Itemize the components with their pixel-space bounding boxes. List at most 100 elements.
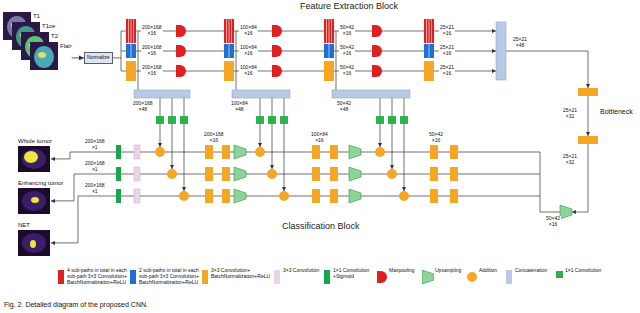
- sub-path-divider: [229, 44, 230, 58]
- node-label: NET: [18, 222, 50, 229]
- conv-block: [324, 61, 334, 81]
- dimension-label: 50×42 ×16: [545, 216, 561, 227]
- maxpool-symbol: [372, 65, 382, 77]
- legend-swatch: [324, 270, 330, 284]
- upsampling-symbol: [560, 205, 572, 219]
- legend-text: 1×1 Convolution +Sigmoid: [333, 268, 375, 280]
- sigmoid-block: [116, 145, 121, 159]
- legend-item: Maxpooling: [376, 268, 419, 274]
- dimension-label: 200×168 ×1: [84, 183, 106, 194]
- wire: [284, 98, 285, 116]
- legend-symbol: [376, 270, 388, 284]
- legend-text: 3×3 Convolution+ BatchNormalization+ReLU: [211, 268, 273, 280]
- figure-caption: Fig. 2. Detailed diagram of the proposed…: [4, 301, 148, 309]
- maxpool-symbol: [176, 65, 186, 77]
- legend-text: Concatenation: [515, 268, 553, 274]
- bottleneck-block: [578, 88, 598, 96]
- dimension-label: 25×21 ×32: [562, 108, 578, 119]
- brain-shape: [22, 191, 46, 211]
- conv-block: [126, 61, 136, 81]
- wire: [113, 57, 121, 58]
- conv-block: [312, 167, 320, 181]
- conv-block: [205, 145, 213, 159]
- conv-block: [430, 167, 438, 181]
- conv-block: [450, 167, 458, 181]
- dimension-label: 50×42 ×16: [339, 25, 355, 36]
- node-label: Whole tumor: [18, 138, 52, 145]
- wire: [588, 96, 589, 136]
- dimension-label: 200×168 ×16: [141, 45, 163, 56]
- concatenation-bar: [332, 90, 410, 98]
- sub-path-divider: [231, 19, 232, 43]
- connector: [72, 57, 84, 58]
- wire: [336, 31, 337, 90]
- output-image: Whole tumor: [18, 138, 52, 172]
- output-image: NET: [18, 222, 50, 256]
- brain-shape: [22, 233, 46, 253]
- conv-block: [312, 189, 320, 203]
- block-title: Classification Block: [282, 222, 360, 232]
- wire: [272, 124, 273, 169]
- conv-block: [205, 189, 213, 203]
- concatenation-bar: [134, 90, 190, 98]
- wire: [260, 98, 261, 116]
- legend-text: 2 sub-paths in total in each sub-path 3×…: [139, 268, 201, 285]
- mri-picture: [30, 42, 58, 70]
- wire: [184, 124, 185, 191]
- wire: [404, 124, 405, 191]
- wire: [51, 152, 116, 159]
- concatenation-bar: [232, 90, 290, 98]
- one-by-one-conv: [256, 116, 264, 124]
- segmentation-ground: [18, 146, 50, 172]
- maxpool-symbol: [176, 45, 186, 57]
- legend-swatch: [556, 271, 563, 278]
- dimension-label: 50×42 ×16: [428, 132, 444, 143]
- node-label: T2: [51, 32, 58, 40]
- legend-item: 3×3 Convolution: [274, 268, 323, 274]
- conv-block: [324, 44, 334, 58]
- one-by-one-conv: [168, 116, 176, 124]
- sub-path-divider: [131, 19, 132, 43]
- addition-symbol: [267, 169, 277, 179]
- dimension-label: 200×168 ×16: [141, 65, 163, 76]
- addition-symbol: [255, 147, 265, 157]
- legend-item: Addition: [466, 268, 505, 274]
- conv-block: [450, 145, 458, 159]
- dimension-label: 25×21 ×16: [439, 65, 455, 76]
- wire: [160, 124, 161, 147]
- sub-path-divider: [329, 19, 330, 43]
- wire: [184, 98, 185, 116]
- wire: [540, 152, 560, 212]
- wire: [172, 98, 173, 116]
- tumor-region: [31, 197, 39, 203]
- sub-path-divider: [429, 44, 430, 58]
- tumor-region: [24, 151, 38, 163]
- node-label: Flair: [60, 42, 72, 50]
- upsampling-symbol: [422, 270, 434, 284]
- plain-conv-block: [134, 167, 140, 181]
- conv-block: [222, 145, 230, 159]
- sub-path-divider: [131, 44, 132, 58]
- concatenation-bar: [496, 22, 506, 80]
- legend-symbol: [466, 270, 478, 284]
- segmentation-ground: [18, 188, 50, 214]
- one-by-one-conv: [376, 116, 384, 124]
- conv-block: [224, 19, 234, 43]
- sub-path-divider: [329, 44, 330, 58]
- legend-text: 3×3 Convolution: [283, 268, 323, 274]
- legend-item: Upsampling: [422, 268, 467, 274]
- segmentation-ground: [18, 230, 50, 256]
- sub-path-divider: [128, 19, 129, 43]
- legend-symbol: [422, 270, 434, 284]
- node-label: T1ce: [42, 22, 55, 30]
- brain-shape: [22, 149, 46, 169]
- wire: [172, 124, 173, 169]
- maxpool-symbol: [272, 45, 282, 57]
- dimension-label: 200×168 ×1: [84, 161, 106, 172]
- dimension-label: 100×84 ×16: [239, 45, 258, 56]
- conv-block: [424, 61, 434, 81]
- dimension-label: 50×42 ×48: [336, 101, 352, 112]
- conv-block: [224, 61, 234, 81]
